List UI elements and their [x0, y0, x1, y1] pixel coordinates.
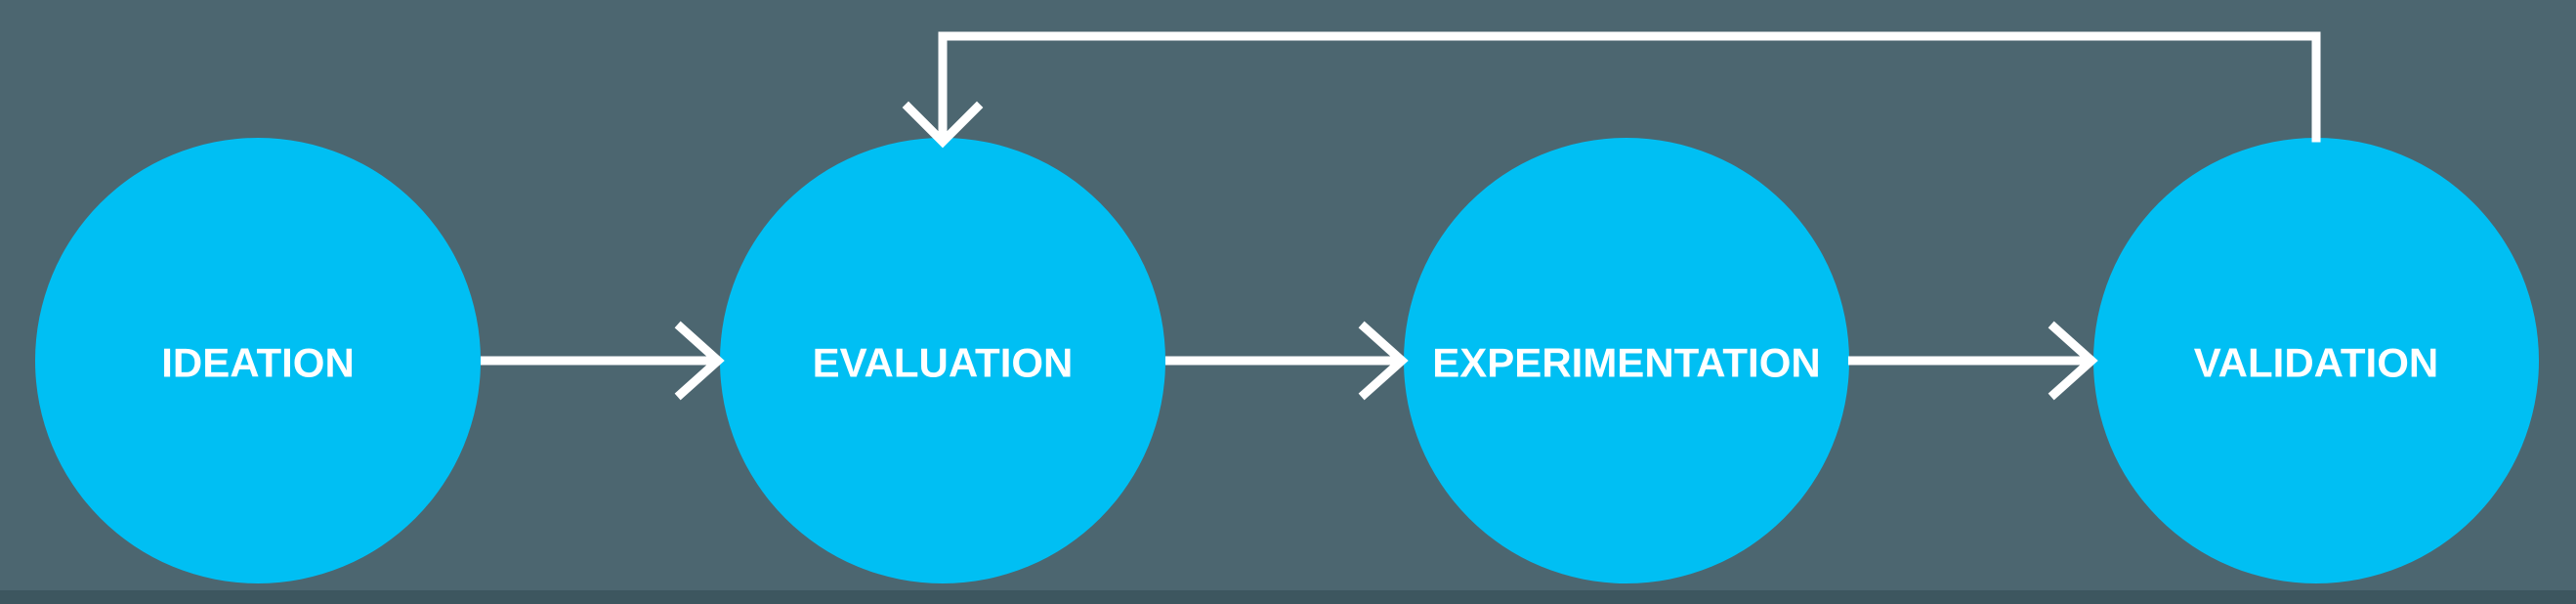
connector-evaluation-to-experimentation: [1165, 321, 1409, 401]
arrowhead-icon: [2048, 321, 2098, 401]
node-experimentation-circle[interactable]: [1404, 138, 1849, 583]
node-validation[interactable]: VALIDATION: [2093, 138, 2539, 583]
arrowhead-icon: [674, 321, 725, 401]
node-evaluation-circle[interactable]: [720, 138, 1165, 583]
node-experimentation[interactable]: EXPERIMENTATION: [1404, 138, 1849, 583]
node-validation-label: VALIDATION: [2194, 340, 2438, 386]
arrowhead-icon: [1358, 321, 1409, 401]
node-evaluation[interactable]: EVALUATION: [720, 138, 1165, 583]
bottom-edge-strip: [0, 590, 2576, 604]
node-experimentation-label: EXPERIMENTATION: [1432, 340, 1820, 386]
node-ideation-circle[interactable]: [35, 138, 481, 583]
feedback-loop-path: [938, 31, 2321, 143]
node-validation-circle[interactable]: [2093, 138, 2539, 583]
node-ideation[interactable]: IDEATION: [35, 138, 481, 583]
arrowhead-icon: [902, 101, 984, 149]
node-evaluation-label: EVALUATION: [813, 340, 1074, 386]
connector-experimentation-to-validation: [1848, 321, 2098, 401]
connector-validation-to-evaluation-feedback: [902, 31, 2321, 149]
connector-ideation-to-evaluation: [481, 321, 725, 401]
node-ideation-label: IDEATION: [161, 340, 355, 386]
